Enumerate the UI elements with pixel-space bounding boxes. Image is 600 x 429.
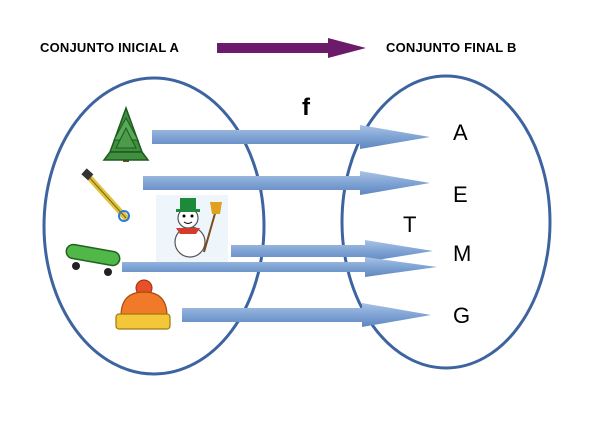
- codomain-letter-t: T: [403, 212, 417, 237]
- mapping-arrows: [122, 125, 437, 327]
- ski-pole-icon: [81, 168, 130, 222]
- function-label: f: [302, 94, 310, 121]
- codomain-letter-m: M: [453, 241, 472, 266]
- snowman-icon: [156, 195, 228, 263]
- tree-icon: [102, 105, 150, 162]
- arrow-tree-to-a: [152, 125, 430, 149]
- arrow-snowman-to-m: [231, 240, 433, 262]
- initial-set-ellipse: [42, 76, 266, 376]
- winter-hat-icon: [115, 279, 171, 330]
- arrow-pole-to-e: [143, 171, 430, 195]
- codomain-letter-a: A: [453, 120, 468, 145]
- skateboard-icon: [65, 243, 121, 276]
- header-arrow: [217, 38, 366, 58]
- arrow-hat-to-g: [182, 303, 431, 327]
- arrow-skateboard-to-m: [122, 257, 437, 277]
- final-set-title: CONJUNTO FINAL B: [386, 40, 517, 55]
- initial-set-title: CONJUNTO INICIAL A: [40, 40, 180, 55]
- final-set-ellipse: [340, 74, 552, 370]
- codomain-letter-e: E: [453, 182, 468, 207]
- codomain-letter-g: G: [453, 303, 471, 328]
